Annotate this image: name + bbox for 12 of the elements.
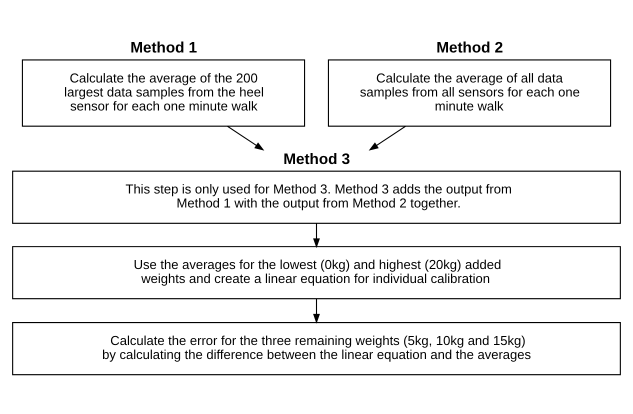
node-label: Method 1	[130, 40, 198, 57]
arrow	[368, 126, 406, 151]
node-box: Use the averages for the lowest (0kg) and highest (20kg) added weights and create a linear equation for individual calibration	[12, 246, 621, 300]
arrow	[227, 126, 264, 151]
arrow	[313, 298, 320, 324]
node-box: Calculate the error for the three remaining weights (5kg, 10kg and 15kg) by calculating the difference between the linear equation and the averages	[12, 322, 621, 376]
node-box: This step is only used for Method 3. Method 3 adds the output from Method 1 with the output from Method 2 together.	[12, 170, 621, 224]
arrow	[313, 223, 320, 248]
node-label: Method 2	[436, 40, 504, 57]
node-box: Calculate the average of all data samples from all sensors for each one minute walk	[328, 59, 612, 127]
node-box: Calculate the average of the 200 largest data samples from the heel sensor for each one minute walk	[22, 59, 306, 127]
node-label: Method 3	[283, 150, 350, 168]
